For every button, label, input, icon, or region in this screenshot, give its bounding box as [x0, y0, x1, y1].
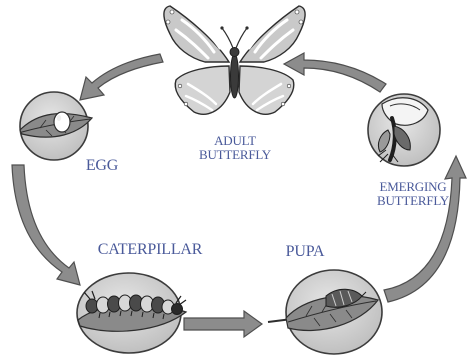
label-adult-butterfly: ADULT BUTTERFLY [180, 134, 290, 161]
label-emerging-line-2: BUTTERFLY [360, 194, 466, 208]
egg-illustration [20, 92, 92, 160]
label-caterpillar: CATERPILLAR [80, 242, 220, 259]
label-adult-line-1: ADULT [180, 134, 290, 148]
arrow-egg-to-caterpillar [12, 165, 80, 285]
label-caterpillar-line-1: CATERPILLAR [80, 242, 220, 259]
arrow-emerging-to-adult [284, 53, 386, 92]
label-pupa-line-1: PUPA [270, 244, 340, 261]
pupa-illustration [268, 270, 382, 354]
label-adult-line-2: BUTTERFLY [180, 148, 290, 162]
label-egg-line-1: EGG [72, 158, 132, 175]
adult-butterfly-illustration [164, 6, 305, 114]
caterpillar-illustration [77, 273, 186, 353]
arrow-caterpillar-to-pupa [184, 311, 262, 337]
label-egg: EGG [72, 158, 132, 175]
emerging-butterfly-illustration [368, 94, 440, 166]
label-emerging-butterfly: EMERGING BUTTERFLY [360, 180, 466, 207]
arrow-pupa-to-emerging [384, 156, 466, 302]
label-pupa: PUPA [270, 244, 340, 261]
label-emerging-line-1: EMERGING [360, 180, 466, 194]
arrow-adult-to-egg [80, 54, 163, 100]
